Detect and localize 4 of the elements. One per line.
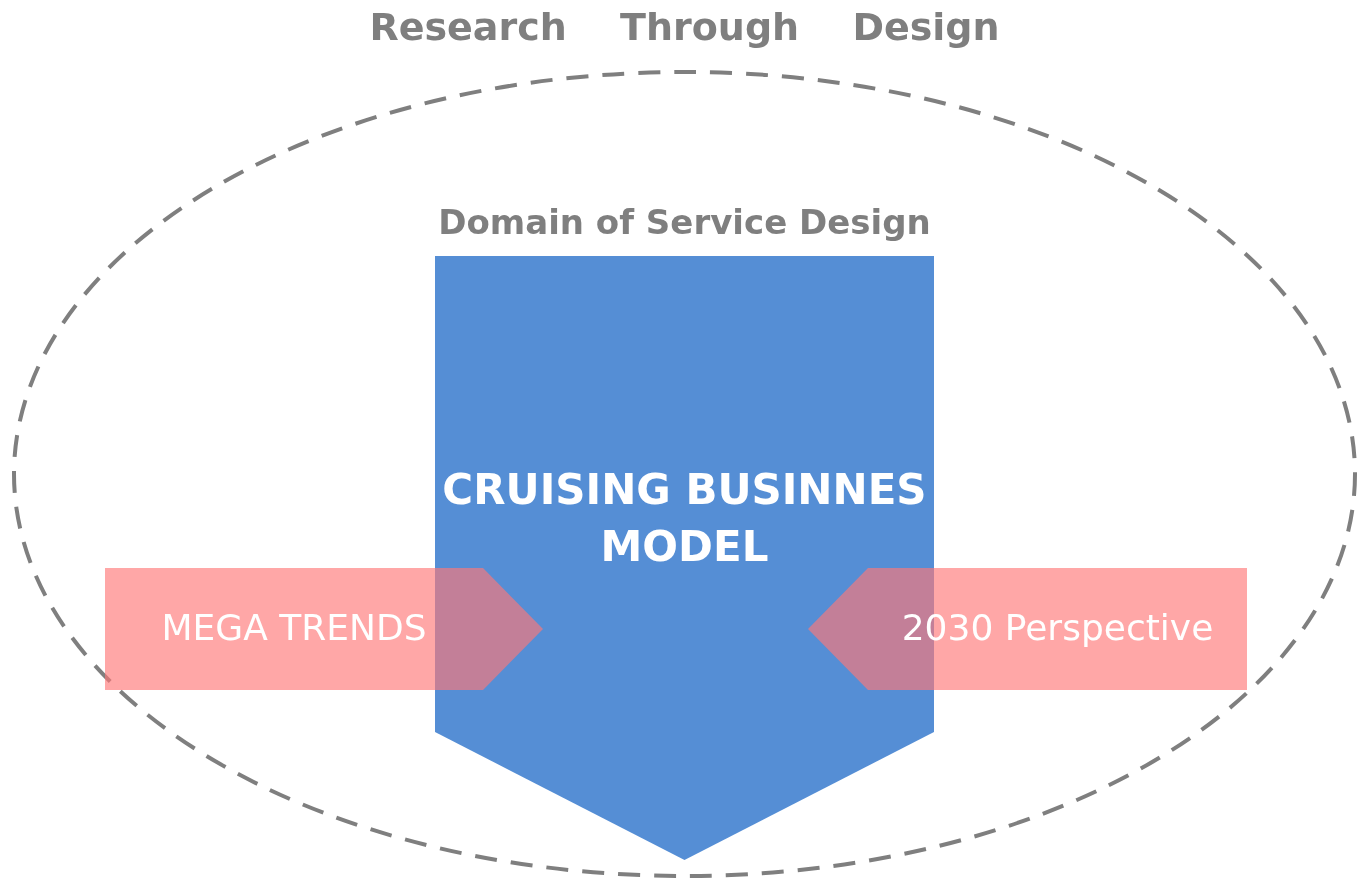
ellipse-label: Research Through Design xyxy=(368,4,1001,51)
heading: Domain of Service Design xyxy=(437,201,932,244)
arrow-label: CRUISING BUSINNES MODEL xyxy=(441,464,928,573)
arrow-label: MEGA TRENDS xyxy=(160,606,428,650)
